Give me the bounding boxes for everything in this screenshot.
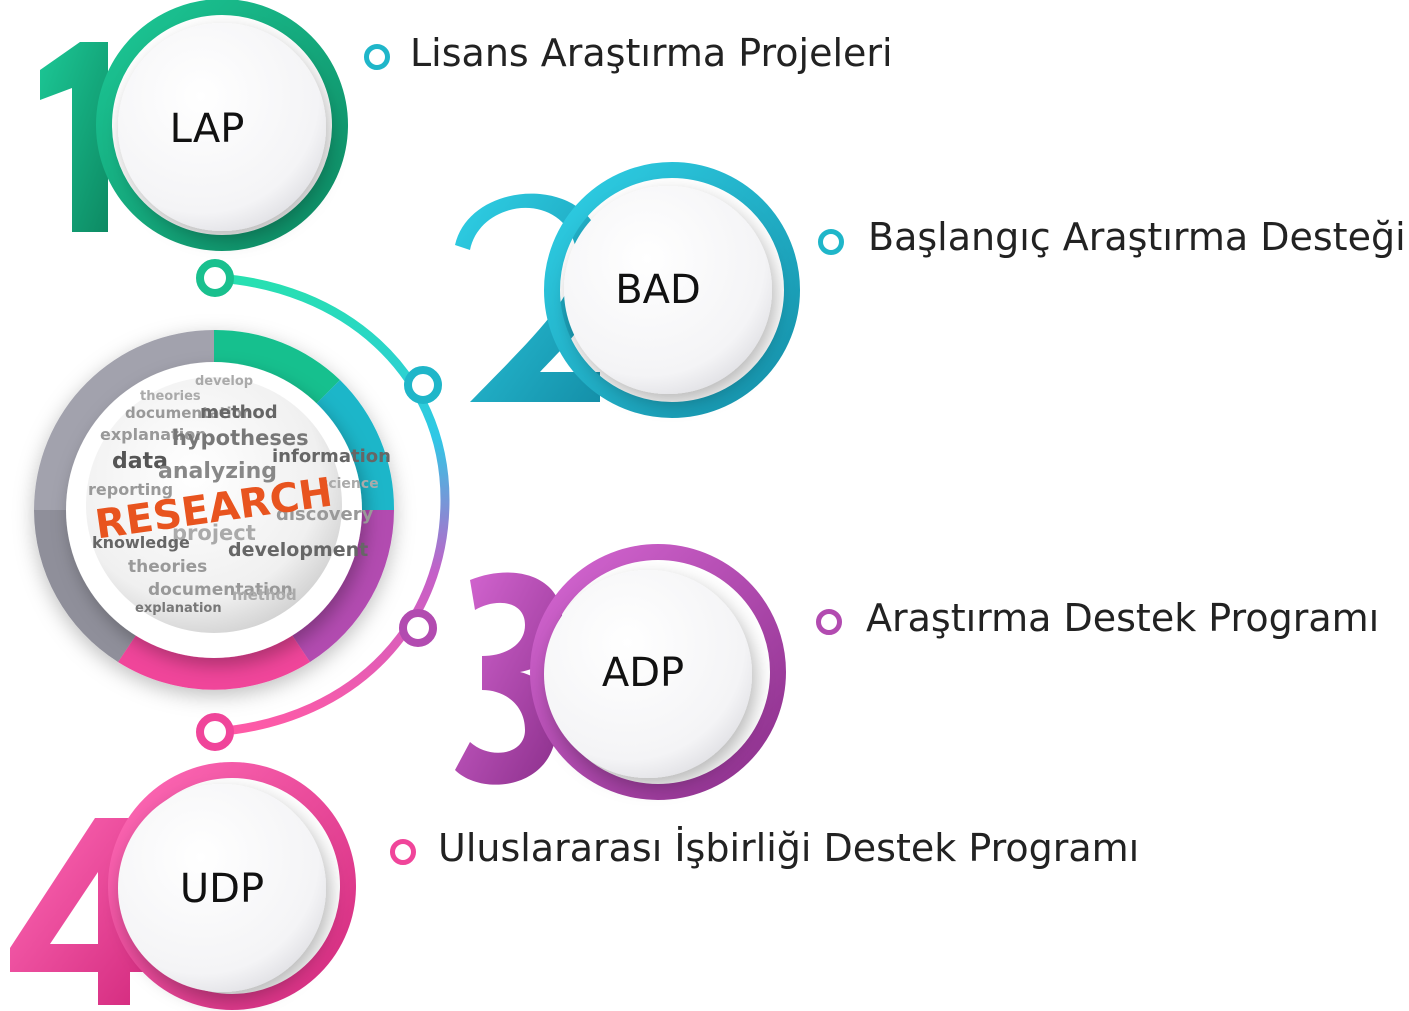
sphere-word: discovery <box>276 504 374 525</box>
connector-node-2 <box>404 366 442 404</box>
sphere-word: method <box>232 586 297 604</box>
step-3-numeral-graphic <box>455 544 786 800</box>
sphere-word: documentation <box>148 580 293 600</box>
sphere-word: reporting <box>88 480 173 499</box>
research-sphere <box>86 377 342 633</box>
sphere-word: development <box>228 539 368 561</box>
step-1-ring <box>96 0 348 251</box>
sphere-word: method <box>200 402 278 423</box>
sphere-word-cloud: theories develop documentation method ex… <box>88 374 391 616</box>
sphere-word: hypotheses <box>172 426 309 450</box>
bullet-icon <box>390 839 416 865</box>
sphere-word: science <box>320 476 379 492</box>
step-2-ring <box>544 162 800 418</box>
sphere-word: documentation <box>125 404 253 422</box>
sphere-word: data <box>112 449 168 474</box>
step-1-numeral-graphic <box>40 0 348 251</box>
step-4-numeral-graphic <box>10 762 356 1010</box>
step-4-abbr: UDP <box>179 866 265 912</box>
sphere-word: theories <box>140 389 201 404</box>
step-3-name: Araştırma Destek Programı <box>866 596 1380 640</box>
bullet-icon <box>818 229 844 255</box>
bullet-icon <box>364 44 390 70</box>
step-2-abbr: BAD <box>615 267 701 313</box>
udp-button-disc <box>118 784 326 992</box>
step-3-abbr: ADP <box>601 650 685 696</box>
adp-button-disc <box>544 570 752 778</box>
digit-three-shape <box>455 572 563 785</box>
step-4-ring <box>108 762 356 1010</box>
bad-button-disc <box>564 186 772 394</box>
sphere-word: information <box>272 446 391 467</box>
bullet-icon <box>816 609 842 635</box>
sphere-word: develop <box>195 374 253 389</box>
digit-one-shape <box>40 42 108 232</box>
sphere-word: theories <box>128 557 207 577</box>
step-3-ring <box>530 544 786 800</box>
connector-node-1 <box>196 259 234 297</box>
connector-node-4 <box>196 713 234 751</box>
sphere-word: analyzing <box>158 459 277 484</box>
sphere-word: project <box>172 521 256 545</box>
step-1-name: Lisans Araştırma Projeleri <box>410 31 893 75</box>
step-4-name: Uluslararası İşbirliği Destek Programı <box>438 826 1140 870</box>
sphere-word: explanation <box>135 601 222 616</box>
lap-button-disc <box>118 23 326 231</box>
step-2-name: Başlangıç Araştırma Desteği <box>868 215 1406 259</box>
step-1-abbr: LAP <box>169 106 245 152</box>
sphere-word: knowledge <box>92 533 190 552</box>
sphere-word: explanation <box>100 425 207 444</box>
connector-arc <box>210 273 450 737</box>
connector-node-3 <box>399 609 437 647</box>
